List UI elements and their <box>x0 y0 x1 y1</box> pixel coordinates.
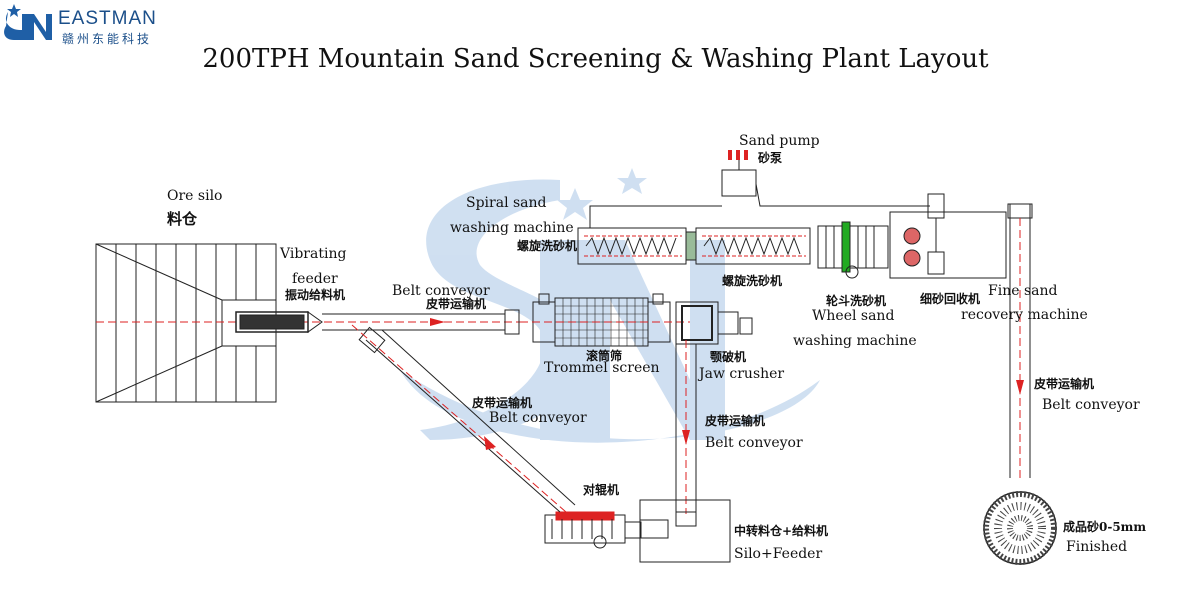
spiral-washer-label-en-1: Spiral sand <box>466 195 547 211</box>
vibrating-feeder-label-en-1: Vibrating <box>280 246 347 262</box>
roller-crusher <box>544 511 642 549</box>
belt-conveyor-1-label-zh: 皮带运输机 <box>426 297 487 311</box>
jaw-crusher <box>675 301 753 514</box>
belt-conveyor-1 <box>322 309 520 335</box>
roller-crusher-label-zh: 对辊机 <box>583 483 620 497</box>
belt-conveyor-4-label-en: Belt conveyor <box>1042 397 1140 413</box>
belt-conveyor-1-label-en: Belt conveyor <box>392 283 490 299</box>
spiral-sand-washing-machines <box>577 227 811 265</box>
sand-pump <box>589 150 930 228</box>
ore-silo-label-zh: 料仓 <box>167 210 198 228</box>
belt-conveyor-4-label-zh: 皮带运输机 <box>1034 377 1095 391</box>
silo-feeder-label-zh: 中转料仓+给料机 <box>734 524 829 538</box>
jaw-crusher-label-en: Jaw crusher <box>699 366 785 382</box>
belt-conveyor-2-label-zh: 皮带运输机 <box>472 396 533 410</box>
ore-silo <box>95 243 277 403</box>
silo-feeder-label-en: Silo+Feeder <box>734 546 823 562</box>
belt-conveyor-2-label-en: Belt conveyor <box>489 410 587 426</box>
watermark-logo <box>400 168 820 443</box>
vibrating-feeder <box>235 311 323 333</box>
spiral-washer-label-zh-1: 螺旋洗砂机 <box>517 239 578 253</box>
belt-conveyor-4 <box>1007 203 1033 478</box>
brand-tagline: 赣州东能科技 <box>62 32 153 46</box>
brand-name: EASTMAN <box>58 8 157 29</box>
wheel-washer-label-en-2: washing machine <box>793 333 917 349</box>
fine-sand-recovery-label-zh: 细砂回收机 <box>920 292 981 306</box>
wheel-washer-label-en-1: Wheel sand <box>812 308 895 324</box>
spiral-washer-label-zh-2: 螺旋洗砂机 <box>722 274 783 288</box>
trommel-screen <box>520 293 690 347</box>
silo-feeder <box>639 499 731 563</box>
belt-conveyor-3-label-en: Belt conveyor <box>705 435 803 451</box>
sand-pump-label-zh: 砂泵 <box>758 151 783 165</box>
wheel-sand-washing-machine <box>817 221 889 279</box>
fine-sand-recovery-label-en-1: Fine sand <box>988 283 1058 299</box>
page-title: 200TPH Mountain Sand Screening & Washing… <box>202 44 989 74</box>
belt-conveyor-3-label-zh: 皮带运输机 <box>705 414 766 428</box>
finished-sand-pile <box>983 491 1057 565</box>
sand-pump-label-en: Sand pump <box>739 133 820 149</box>
finished-label-en: Finished <box>1066 539 1128 555</box>
spiral-washer-label-en-2: washing machine <box>450 220 574 236</box>
belt-conveyor-3 <box>675 344 697 512</box>
vibrating-feeder-label-en-2: feeder <box>292 271 338 287</box>
jaw-crusher-label-zh: 颚破机 <box>710 350 747 364</box>
belt-conveyor-2 <box>351 324 576 513</box>
wheel-washer-label-zh: 轮斗洗砂机 <box>826 294 887 308</box>
fine-sand-recovery-label-en-2: recovery machine <box>961 307 1088 323</box>
ore-silo-label-en: Ore silo <box>167 188 223 204</box>
trommel-label-zh: 滚筒筛 <box>586 349 623 363</box>
vibrating-feeder-label-zh: 振动给料机 <box>285 288 346 302</box>
finished-label-zh: 成品砂0-5mm <box>1063 520 1147 534</box>
eastman-logo-icon <box>4 4 52 40</box>
fine-sand-recovery-machine <box>889 193 1007 279</box>
trommel-label-en: Trommel screen <box>544 360 660 376</box>
